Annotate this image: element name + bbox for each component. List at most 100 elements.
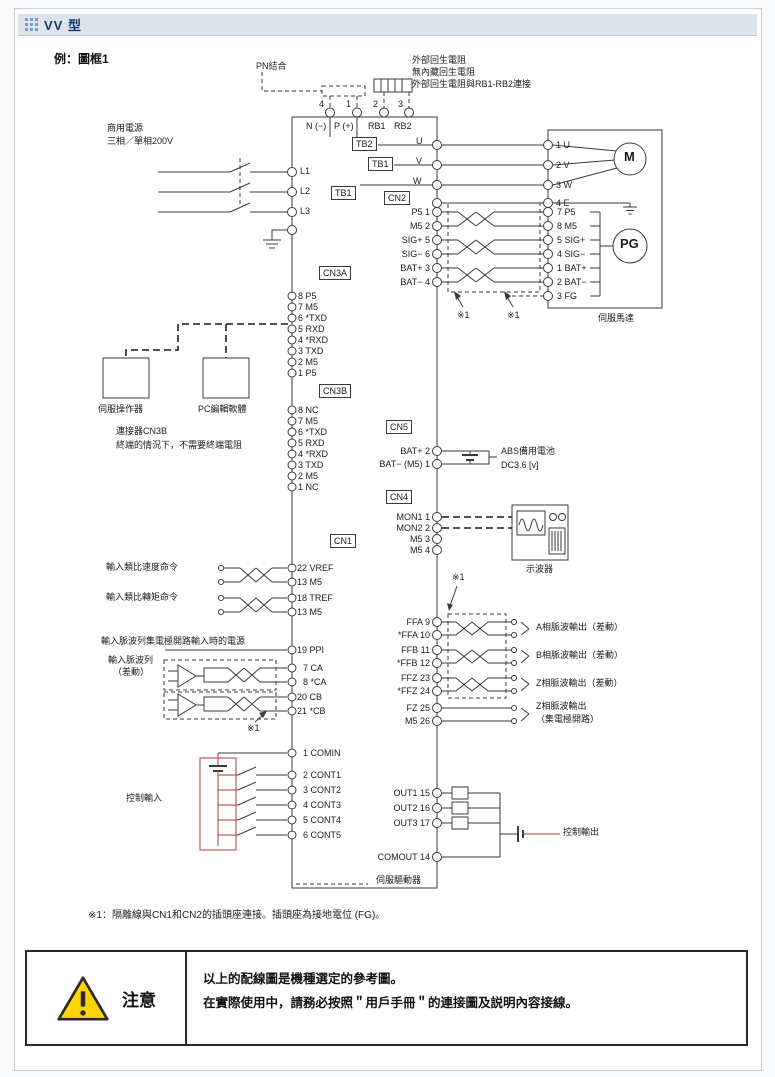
abs-battery-line2: DC3.6 [v] — [501, 460, 539, 470]
cn3b-pin-1: 1 NC — [298, 482, 319, 492]
motor-terminal-1u: 1 U — [556, 140, 571, 150]
regen-note-line1: 外部回生電阻 — [412, 55, 467, 65]
cn2-pin-batp: BAT+ 3 — [400, 263, 430, 273]
servo-driver-label: 伺服驅動器 — [376, 875, 422, 885]
cn3a-pin-8: 8 P5 — [298, 291, 317, 301]
cn3a-pin-6: 6 *TXD — [298, 313, 328, 323]
top-pin-1: 1 — [346, 99, 352, 109]
warning-line-2: 在實際使用中，請務必按照＂用戶手冊＂的連接圖及説明內容接線。 — [203, 996, 579, 1010]
cn1-pin-4-cont3: 4 CONT3 — [303, 800, 342, 810]
cn1-pin-ffb: FFB 11 — [401, 645, 430, 655]
abs-battery-line1: ABS備用電池 — [501, 446, 556, 456]
cn5-pin-batm: BAT− (M5) 1 — [379, 459, 430, 469]
top-pin-2: 2 — [373, 99, 379, 109]
cn3a-pin-2: 2 M5 — [298, 357, 319, 367]
warning-title: 注意 — [122, 990, 156, 1010]
cn1-pin-21-ncb: 21 *CB — [297, 706, 326, 716]
cn3b-pin-3: 3 TXD — [298, 460, 324, 470]
cn2-box-label: CN2 — [384, 191, 411, 205]
shield-ref-right: ※1 — [507, 310, 520, 320]
top-pin-3: 3 — [398, 99, 404, 109]
cn1-pin-nffa: *FFA 10 — [397, 630, 430, 640]
shield-ref-pulse: ※1 — [247, 723, 260, 733]
cn3a-pin-5: 5 RXD — [298, 324, 325, 334]
top-terminal-rb2: RB2 — [394, 121, 412, 131]
cn3b-pin-2: 2 M5 — [298, 471, 319, 481]
output-z-phase-label: Z相脈波輸出（差動） — [536, 678, 623, 688]
pc-software-device — [202, 357, 250, 399]
footnote: ※1：隔離線與CN1和CN2的插頭座連接。插頭座為接地電位 (FG)。 — [88, 910, 386, 921]
oscilloscope-label: 示波器 — [526, 564, 554, 574]
cn1-box-label: CN1 — [330, 534, 357, 548]
cn1-pin-5-cont4: 5 CONT4 — [303, 815, 342, 825]
cn2-pin-batm: BAT− 4 — [400, 277, 430, 287]
output-fz-label-line2: （集電極開路） — [536, 714, 600, 724]
cn1-pin-nffb: *FFB 12 — [396, 658, 430, 668]
cn1-pin-ffa: FFA 9 — [406, 617, 430, 627]
cn1-pin-nffz: *FFZ 24 — [397, 686, 430, 696]
warning-triangle-icon — [57, 975, 109, 1021]
encoder-pin-5sigp: 5 SIG+ — [557, 235, 586, 245]
motor-terminal-4e: 4 E — [556, 198, 570, 208]
tb1-left-box-label: TB1 — [331, 186, 356, 200]
cn3a-pin-1: 1 P5 — [298, 368, 317, 378]
grid-dots-icon — [25, 18, 38, 31]
cn3b-pin-4: 4 *RXD — [298, 449, 329, 459]
encoder-pin-4sigm: 4 SIG− — [557, 249, 586, 259]
encoder-circle — [612, 228, 648, 264]
mains-label-line2: 三相／單相200V — [107, 136, 174, 146]
cn2-pin-p5: P5 1 — [411, 207, 430, 217]
pn-link-label: PN結合 — [256, 61, 287, 71]
control-output-label: 控制輸出 — [563, 827, 600, 837]
cn1-pin-20-cb: 20 CB — [297, 692, 323, 702]
analog-speed-cmd-label: 輸入類比速度命令 — [106, 562, 179, 572]
encoder-pin-2batm: 2 BAT− — [557, 277, 587, 287]
encoder-pin-1batp: 1 BAT+ — [557, 263, 587, 273]
phase-w-label: W — [413, 176, 422, 186]
cn3b-note-line2: 終端的情況下，不需要終端電阻 — [116, 440, 243, 450]
cn5-box-label: CN5 — [386, 420, 413, 434]
top-terminal-rb1: RB1 — [368, 121, 386, 131]
cn3b-pin-5: 5 RXD — [298, 438, 325, 448]
encoder-pin-8m5: 8 M5 — [557, 221, 578, 231]
tb2-box-label: TB2 — [352, 137, 377, 151]
terminal-l1-label: L1 — [300, 166, 311, 176]
motor-circle — [613, 142, 647, 176]
cn3a-pin-7: 7 M5 — [298, 302, 319, 312]
pc-software-label: PC編輯軟體 — [198, 404, 247, 414]
warning-box: 注意 以上的配線圖是機種選定的參考圖。 在實際使用中，請務必按照＂用戶手冊＂的連… — [25, 950, 748, 1046]
regen-note-line2: 無內藏回生電阻 — [412, 67, 476, 77]
encoder-pg-label: PG — [620, 236, 639, 251]
cn4-pin-m5-3: M5 3 — [409, 534, 430, 544]
terminal-l2-label: L2 — [300, 186, 311, 196]
oscilloscope-icon — [511, 504, 569, 561]
cn3b-pin-8: 8 NC — [298, 405, 319, 415]
servo-motor-box — [547, 129, 663, 309]
cn3a-box-label: CN3A — [319, 266, 352, 280]
cn1-pin-fz: FZ 25 — [406, 703, 430, 713]
cn3b-note-line1: 連接器CN3B — [116, 426, 168, 436]
output-fz-label-line1: Z相脈波輸出 — [536, 701, 587, 711]
cn1-pin-13-m5-b: 13 M5 — [297, 607, 323, 617]
shield-ref-output: ※1 — [452, 572, 465, 582]
warning-divider — [185, 952, 187, 1044]
cn1-pin-18-tref: 18 TREF — [297, 593, 333, 603]
motor-m-label: M — [624, 149, 635, 164]
cn4-pin-mon2: MON2 2 — [396, 523, 430, 533]
cn1-pin-6-cont5: 6 CONT5 — [303, 830, 342, 840]
encoder-pin-7p5: 7 P5 — [557, 207, 576, 217]
terminal-l3-label: L3 — [300, 206, 311, 216]
servo-operator-label: 伺服操作器 — [98, 404, 144, 414]
cn4-pin-m5-4: M5 4 — [409, 545, 430, 555]
encoder-pin-3fg: 3 FG — [557, 291, 578, 301]
cn1-pin-1-comin: 1 COMIN — [303, 748, 341, 758]
phase-v-label: V — [416, 156, 423, 166]
warning-line-1: 以上的配線圖是機種選定的參考圖。 — [203, 972, 404, 986]
phase-u-label: U — [416, 136, 423, 146]
cn1-pin-comout: COMOUT 14 — [377, 852, 430, 862]
cn3b-pin-6: 6 *TXD — [298, 427, 328, 437]
cn3b-pin-7: 7 M5 — [298, 416, 319, 426]
cn3a-pin-3: 3 TXD — [298, 346, 324, 356]
